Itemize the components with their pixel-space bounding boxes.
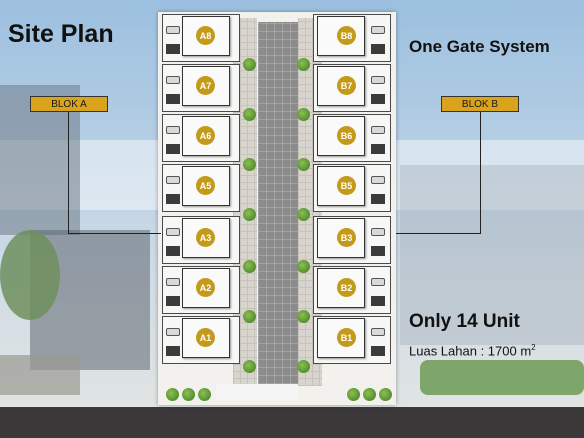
gate-entrance <box>216 384 298 400</box>
unit-a6: A6 <box>162 114 240 162</box>
unit-badge: A2 <box>196 278 215 297</box>
central-road <box>258 22 298 384</box>
blok-a-tag: BLOK A <box>30 96 108 112</box>
unit-badge: B2 <box>337 278 356 297</box>
tree-icon <box>297 158 310 171</box>
tree-icon <box>243 58 256 71</box>
unit-badge: A3 <box>196 228 215 247</box>
unit-badge: B7 <box>337 76 356 95</box>
unit-a8: A8 <box>162 14 240 62</box>
ground-strip <box>0 407 584 438</box>
unit-badge: A6 <box>196 126 215 145</box>
blok-b-leader-line <box>480 112 481 233</box>
page-title: Site Plan <box>8 20 114 48</box>
tree-icon <box>297 310 310 323</box>
blok-a-leader-line <box>68 112 69 233</box>
unit-b6: B6 <box>313 114 391 162</box>
unit-b3: B3 <box>313 216 391 264</box>
tree-icon <box>379 388 392 401</box>
unit-badge: A1 <box>196 328 215 347</box>
unit-a7: A7 <box>162 64 240 112</box>
unit-badge: B6 <box>337 126 356 145</box>
land-area-label: Luas Lahan : 1700 m2 <box>409 343 536 359</box>
unit-a3: A3 <box>162 216 240 264</box>
tree-icon <box>243 108 256 121</box>
tree-icon <box>297 208 310 221</box>
tree-icon <box>243 360 256 373</box>
tree-icon <box>297 260 310 273</box>
tree-icon <box>198 388 211 401</box>
unit-b1: B1 <box>313 316 391 364</box>
background-house-right <box>400 165 584 345</box>
tree-icon <box>243 208 256 221</box>
tree-icon <box>297 58 310 71</box>
tree-icon <box>347 388 360 401</box>
unit-b5: B5 <box>313 164 391 212</box>
unit-badge: A5 <box>196 176 215 195</box>
tree-icon <box>166 388 179 401</box>
unit-badge: B3 <box>337 228 356 247</box>
tree-icon <box>297 360 310 373</box>
one-gate-label: One Gate System <box>409 37 550 56</box>
unit-badge: A8 <box>196 26 215 45</box>
unit-badge: B8 <box>337 26 356 45</box>
unit-b7: B7 <box>313 64 391 112</box>
tree-icon <box>243 310 256 323</box>
tree-icon <box>243 260 256 273</box>
unit-badge: B5 <box>337 176 356 195</box>
unit-a2: A2 <box>162 266 240 314</box>
unit-b2: B2 <box>313 266 391 314</box>
unit-b8: B8 <box>313 14 391 62</box>
unit-count-headline: Only 14 Unit <box>409 311 520 332</box>
tree-icon <box>243 158 256 171</box>
unit-a1: A1 <box>162 316 240 364</box>
tree-icon <box>363 388 376 401</box>
unit-badge: B1 <box>337 328 356 347</box>
tree-icon <box>297 108 310 121</box>
unit-a5: A5 <box>162 164 240 212</box>
unit-badge: A7 <box>196 76 215 95</box>
blok-b-tag: BLOK B <box>441 96 519 112</box>
tree-icon <box>182 388 195 401</box>
background-tree <box>0 230 60 320</box>
